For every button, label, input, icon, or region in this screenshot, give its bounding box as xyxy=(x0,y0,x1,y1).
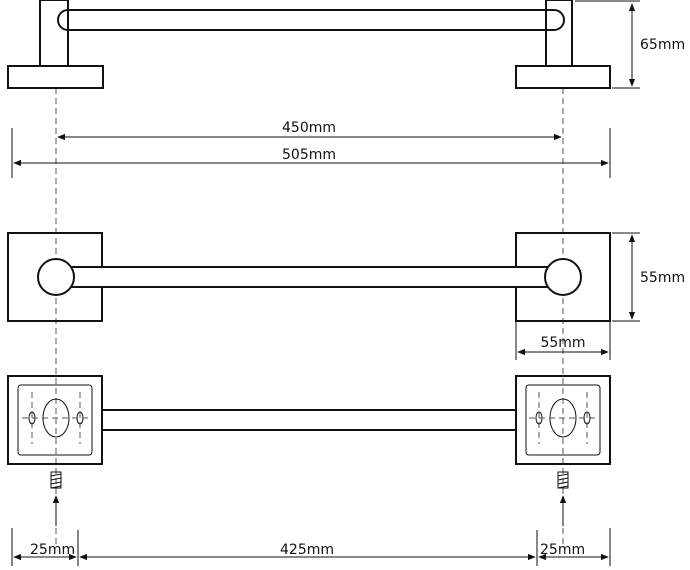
front-view xyxy=(7,232,611,322)
mount-rail xyxy=(101,409,517,431)
dimension-height-65: 65mm xyxy=(575,0,685,89)
dimension-plate-height-55: 55mm xyxy=(612,232,685,322)
plate-height-label: 55mm xyxy=(640,270,685,286)
screw-left-icon xyxy=(50,471,62,489)
dimension-offset-left-25: 25mm xyxy=(13,542,77,561)
mount-plate-left xyxy=(7,375,103,465)
mount-plate-right-inner xyxy=(525,384,601,456)
front-end-cap-left xyxy=(37,258,75,296)
mount-spacing-label: 425mm xyxy=(280,542,334,558)
mounting-view xyxy=(7,375,611,465)
side-base-right xyxy=(515,65,611,89)
dimension-center-450: 450mm xyxy=(57,120,562,141)
screw-right-icon xyxy=(557,471,569,489)
center-distance-label: 450mm xyxy=(282,120,336,136)
front-rail xyxy=(55,266,564,288)
dimension-mount-spacing-425: 425mm xyxy=(79,542,536,561)
plate-width-label: 55mm xyxy=(540,335,585,351)
dimension-offset-right-25: 25mm xyxy=(538,542,609,561)
side-view xyxy=(7,0,611,89)
overall-length-label: 505mm xyxy=(282,147,336,163)
height-top-label: 65mm xyxy=(640,37,685,53)
side-base-left xyxy=(7,65,104,89)
front-end-cap-right xyxy=(544,258,582,296)
dimension-overall-505: 505mm xyxy=(13,147,609,167)
dimension-plate-width-55: 55mm xyxy=(515,321,611,360)
side-post-right xyxy=(545,0,573,67)
side-rail xyxy=(57,9,565,31)
mount-offset-right-label: 25mm xyxy=(540,542,585,558)
side-post-left xyxy=(39,0,69,67)
mount-offset-left-label: 25mm xyxy=(30,542,75,558)
mount-plate-left-inner xyxy=(17,384,93,456)
